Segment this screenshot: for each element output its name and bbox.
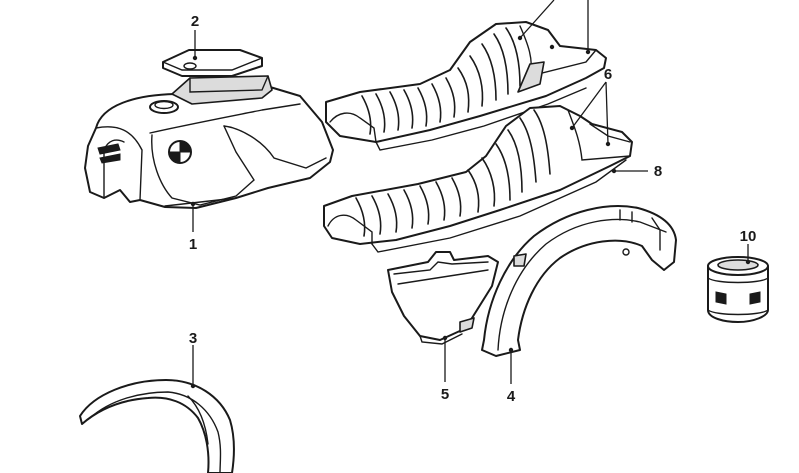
leader-lines <box>190 0 751 389</box>
upper-seat-pleats <box>361 27 521 135</box>
callout-10: 10 <box>740 228 757 245</box>
part-3-front-fender <box>79 379 235 473</box>
part-4-rear-fender <box>481 205 677 357</box>
lower-seat-pleats <box>355 109 551 237</box>
callout-labels: 2 1 3 5 4 6 8 10 <box>189 13 757 405</box>
callout-6: 6 <box>604 66 612 83</box>
callout-3: 3 <box>189 330 197 347</box>
callout-4: 4 <box>507 388 516 405</box>
part-10-cylinder <box>707 256 769 323</box>
callout-8: 8 <box>654 163 662 180</box>
callout-2: 2 <box>191 13 199 30</box>
upper-seat <box>325 21 607 151</box>
part-5-side-cover <box>387 251 499 345</box>
lower-seat <box>323 105 633 253</box>
part-1-fuel-tank <box>84 75 334 209</box>
callout-1: 1 <box>189 236 197 253</box>
callout-5: 5 <box>441 386 449 403</box>
part-2-tank-cover <box>162 49 263 77</box>
